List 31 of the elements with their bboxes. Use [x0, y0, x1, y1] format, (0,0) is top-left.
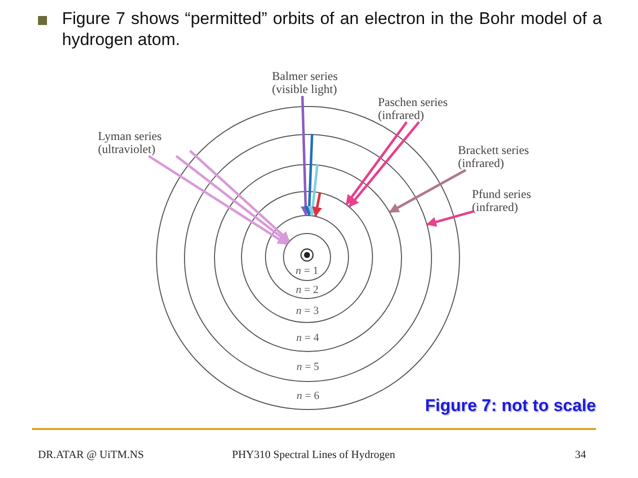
orbit-circle — [265, 215, 350, 300]
series-label: Balmer series (visible light) — [272, 70, 352, 96]
figure-caption: Figure 7: not to scale — [425, 396, 596, 416]
orbit-circle — [282, 232, 331, 281]
arrow — [345, 121, 408, 205]
arrow — [308, 164, 319, 216]
arrow — [189, 150, 290, 242]
orbit-circle — [214, 164, 402, 352]
arrow — [348, 121, 420, 208]
series-label: Pfund series (infrared) — [472, 188, 544, 214]
orbit-label: n = 1 — [296, 264, 318, 277]
orbit-circle — [184, 134, 432, 382]
series-label: Brackett series (infrared) — [458, 144, 536, 170]
series-label: Lyman series (ultraviolet) — [98, 130, 190, 156]
orbit-label: n = 3 — [296, 305, 319, 318]
arrow — [312, 192, 322, 217]
orbit-label: n = 6 — [296, 390, 320, 402]
footer-text: DR.ATAR @ UiTM.NS — [38, 449, 144, 461]
orbit-label: n = 2 — [296, 284, 319, 296]
footer-text: 34 — [575, 449, 586, 461]
arrow — [426, 210, 474, 227]
orbit-circle — [241, 191, 374, 324]
orbit-label: n = 4 — [296, 332, 319, 344]
arrow — [175, 155, 289, 244]
arrow — [148, 154, 288, 246]
series-label: Paschen series (infrared) — [378, 96, 460, 122]
arrow — [304, 134, 314, 216]
orbit-label: n = 5 — [296, 360, 320, 373]
slide-title: Figure 7 shows “permitted” orbits of an electron in the Bohr model of a hydrogen atom. — [62, 8, 602, 50]
arrow — [388, 168, 466, 214]
footer-text: PHY310 Spectral Lines of Hydrogen — [232, 449, 396, 461]
